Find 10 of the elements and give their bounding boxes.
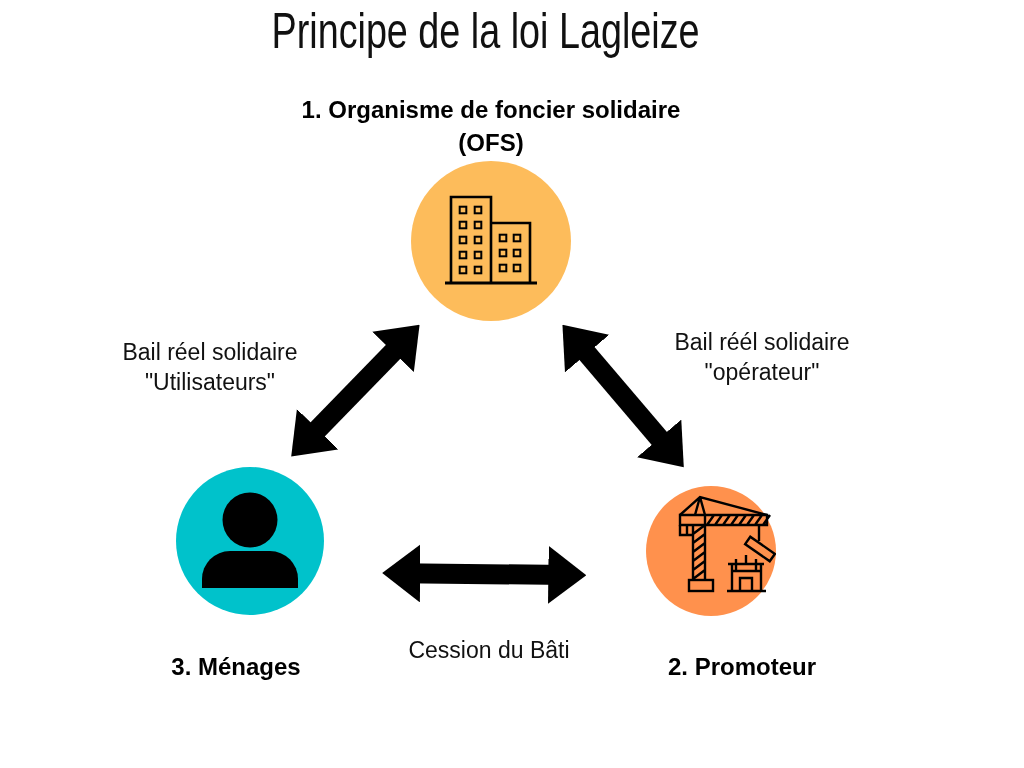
double-headed-arrow xyxy=(291,324,420,457)
double-headed-arrow xyxy=(382,544,587,604)
diagram-title: Principe de la loi Lagleize xyxy=(272,6,700,56)
edge-label: Bail réel solidaire "Utilisateurs" xyxy=(121,338,299,397)
double-headed-arrow xyxy=(562,324,684,468)
node-title: 2. Promoteur xyxy=(667,652,817,682)
edge-label: Cession du Bâti xyxy=(407,636,571,665)
node-title: 3. Ménages xyxy=(170,652,302,682)
node-title: 1. Organisme de foncier solidaire (OFS) xyxy=(300,95,682,158)
edge-label: Bail réél solidaire "opérateur" xyxy=(673,328,851,387)
